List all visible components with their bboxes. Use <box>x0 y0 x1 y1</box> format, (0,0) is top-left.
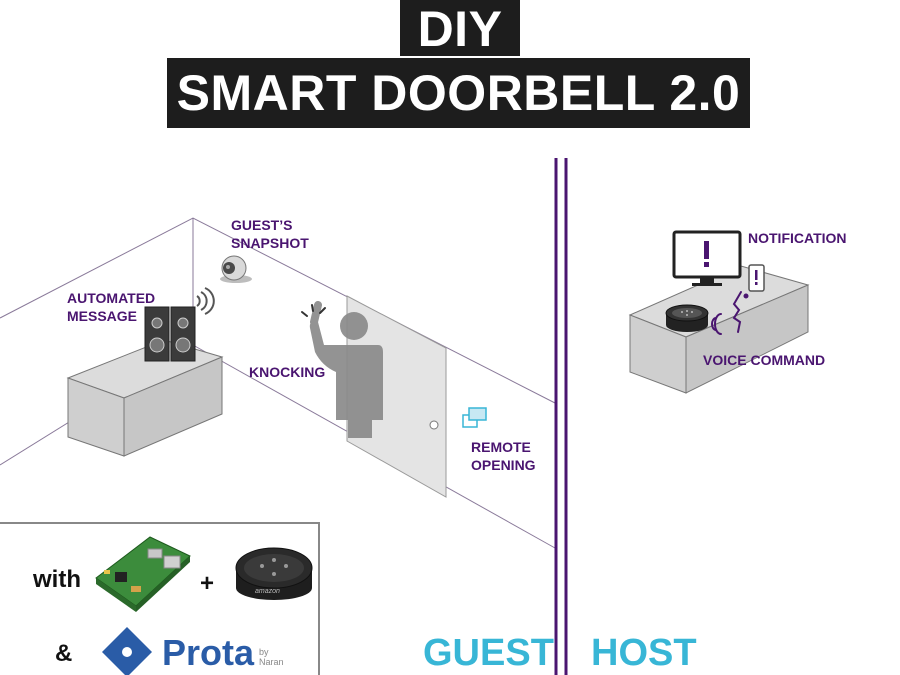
voice-icon <box>711 291 749 335</box>
credits-plus: + <box>200 570 215 597</box>
prota-logo-icon <box>102 627 152 675</box>
label-guest-snapshot: GUEST’S SNAPSHOT <box>231 217 309 251</box>
raspberry-pi-icon <box>95 536 191 612</box>
phone-icon <box>748 264 765 292</box>
label-knocking: KNOCKING <box>249 364 326 380</box>
brand-by: by Naran <box>259 647 284 667</box>
title-line-1: DIY <box>400 0 520 57</box>
credits-and: & <box>55 640 73 667</box>
echo-logo-text: amazon <box>255 588 280 595</box>
speaker-icon <box>144 306 196 362</box>
monitor-icon <box>672 230 742 286</box>
wifi-waves-icon <box>196 287 215 315</box>
brand-name: Prota <box>162 632 255 673</box>
label-remote-opening: REMOTE OPENING <box>471 439 536 473</box>
label-automated-message: AUTOMATED MESSAGE <box>67 290 156 324</box>
title-line-2: SMART DOORBELL 2.0 <box>167 58 750 128</box>
knock-lines-icon <box>301 304 326 317</box>
credits-box <box>0 522 320 675</box>
side-label-host: HOST <box>591 632 697 674</box>
label-voice-command: VOICE COMMAND <box>703 352 826 368</box>
side-label-guest: GUEST <box>423 632 554 674</box>
person-icon <box>309 301 383 438</box>
camera-icon <box>220 255 252 283</box>
credits-with: with <box>33 566 81 593</box>
echo-dot-large-icon <box>235 547 313 600</box>
echo-dot-icon <box>665 304 709 332</box>
remote-opening-icon <box>462 407 487 428</box>
label-notification: NOTIFICATION <box>748 230 847 246</box>
guest-host-divider <box>554 158 568 675</box>
